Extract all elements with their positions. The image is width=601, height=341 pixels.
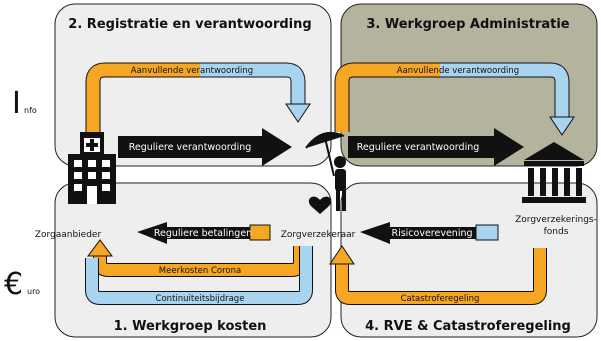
arrow-reguliere-verantwoording-left: Reguliere verantwoording <box>118 128 292 166</box>
info-letter: I <box>12 86 21 121</box>
bank-icon <box>522 142 586 203</box>
label-reguliere-verantwoording-left: Reguliere verantwoording <box>129 142 252 153</box>
label-risicoverevening: Risicoverevening <box>391 228 472 239</box>
node-zorgaanbieder: Zorgaanbieder <box>35 230 102 240</box>
euro-rest: uro <box>27 287 40 296</box>
arrow-reguliere-betalingen: Reguliere betalingen <box>137 222 271 244</box>
quadrant-registratie <box>54 3 332 167</box>
label-continuiteitsbijdrage: Continuiteitsbijdrage <box>156 294 245 304</box>
node-zorgverzekeraar: Zorgverzekeraar <box>281 230 356 240</box>
node-zorgverzekeringsfonds-1: Zorgverzekerings- <box>515 215 597 225</box>
quadrant-title-3: 3. Werkgroep Administratie <box>366 17 569 32</box>
label-reguliere-betalingen: Reguliere betalingen <box>154 228 252 239</box>
node-zorgverzekeringsfonds-2: fonds <box>544 227 569 237</box>
arc-aanvullende-left: Aanvullende verantwoording <box>85 62 311 138</box>
hospital-icon <box>68 132 116 204</box>
arrow-reguliere-verantwoording-right: Reguliere verantwoording <box>348 128 524 166</box>
label-meerkosten-corona: Meerkosten Corona <box>159 266 241 276</box>
label-catastroferegeling: Catastroferegeling <box>401 294 480 304</box>
euro-letter: € <box>4 267 23 302</box>
loop-catastroferegeling: Catastroferegeling <box>329 245 547 305</box>
label-aanvullende-left: Aanvullende verantwoording <box>131 66 253 76</box>
quadrant-title-4: 4. RVE & Catastroferegeling <box>365 319 571 334</box>
label-aanvullende-right: Aanvullende verantwoording <box>397 66 519 76</box>
quadrant-title-2: 2. Registratie en verantwoording <box>68 17 311 32</box>
person-with-umbrella-icon <box>305 132 346 211</box>
arrow-risicoverevening: Risicoverevening <box>360 222 499 244</box>
quadrant-rve <box>340 182 598 338</box>
loop-continuiteitsbijdrage: Continuiteitsbijdrage <box>85 246 313 305</box>
quadrant-title-1: 1. Werkgroep kosten <box>114 319 267 334</box>
label-reguliere-verantwoording-right: Reguliere verantwoording <box>357 142 480 153</box>
heart-icon <box>308 196 332 214</box>
info-rest: nfo <box>24 106 37 115</box>
arc-aanvullende-right: Aanvullende verantwoording <box>334 62 575 136</box>
